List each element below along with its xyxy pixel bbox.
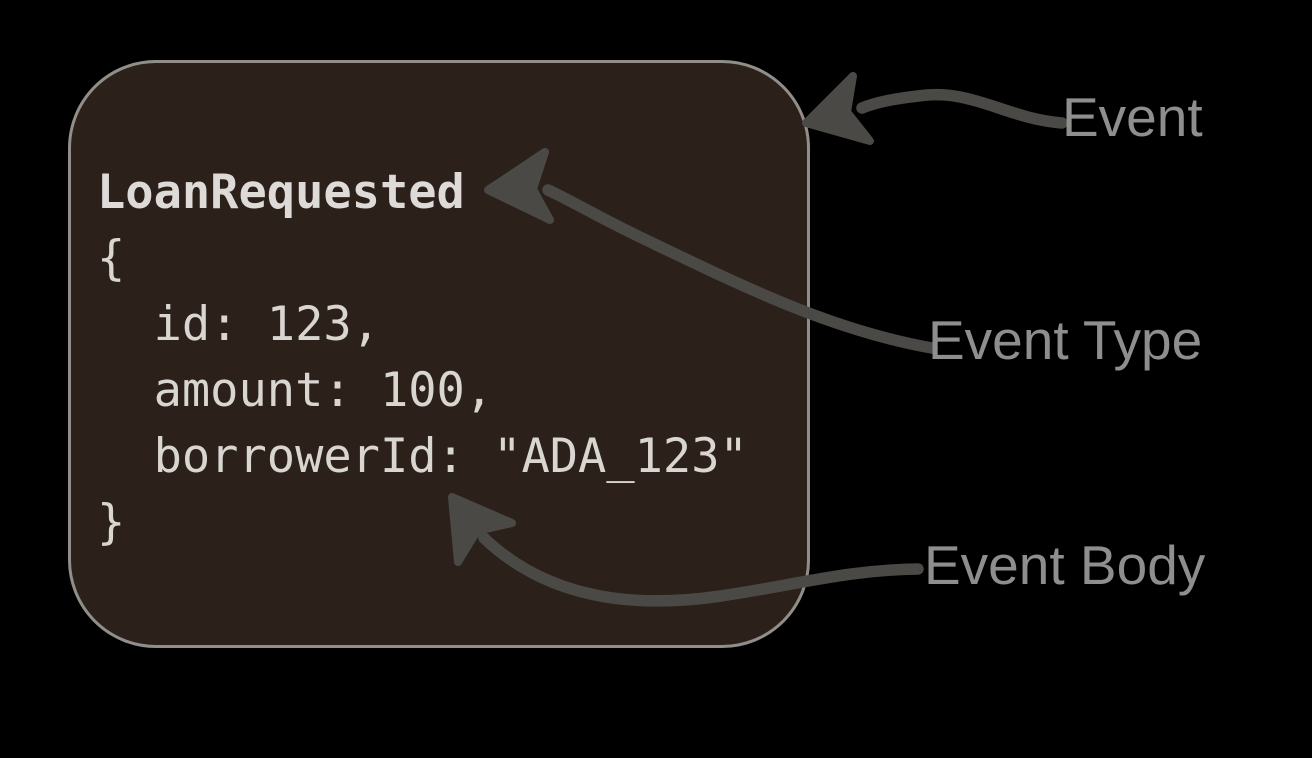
event-arrow-icon [856, 89, 1068, 129]
event-body-label: Event Body [924, 534, 1206, 596]
event-arrowhead-icon [802, 72, 874, 145]
event-code-block: LoanRequested { id: 123, amount: 100, bo… [97, 160, 748, 556]
event-body-text: { id: 123, amount: 100, borrowerId: "ADA… [97, 231, 748, 550]
event-type-text: LoanRequested [97, 165, 465, 220]
event-type-label: Event Type [928, 309, 1203, 371]
event-label: Event [1062, 86, 1203, 148]
